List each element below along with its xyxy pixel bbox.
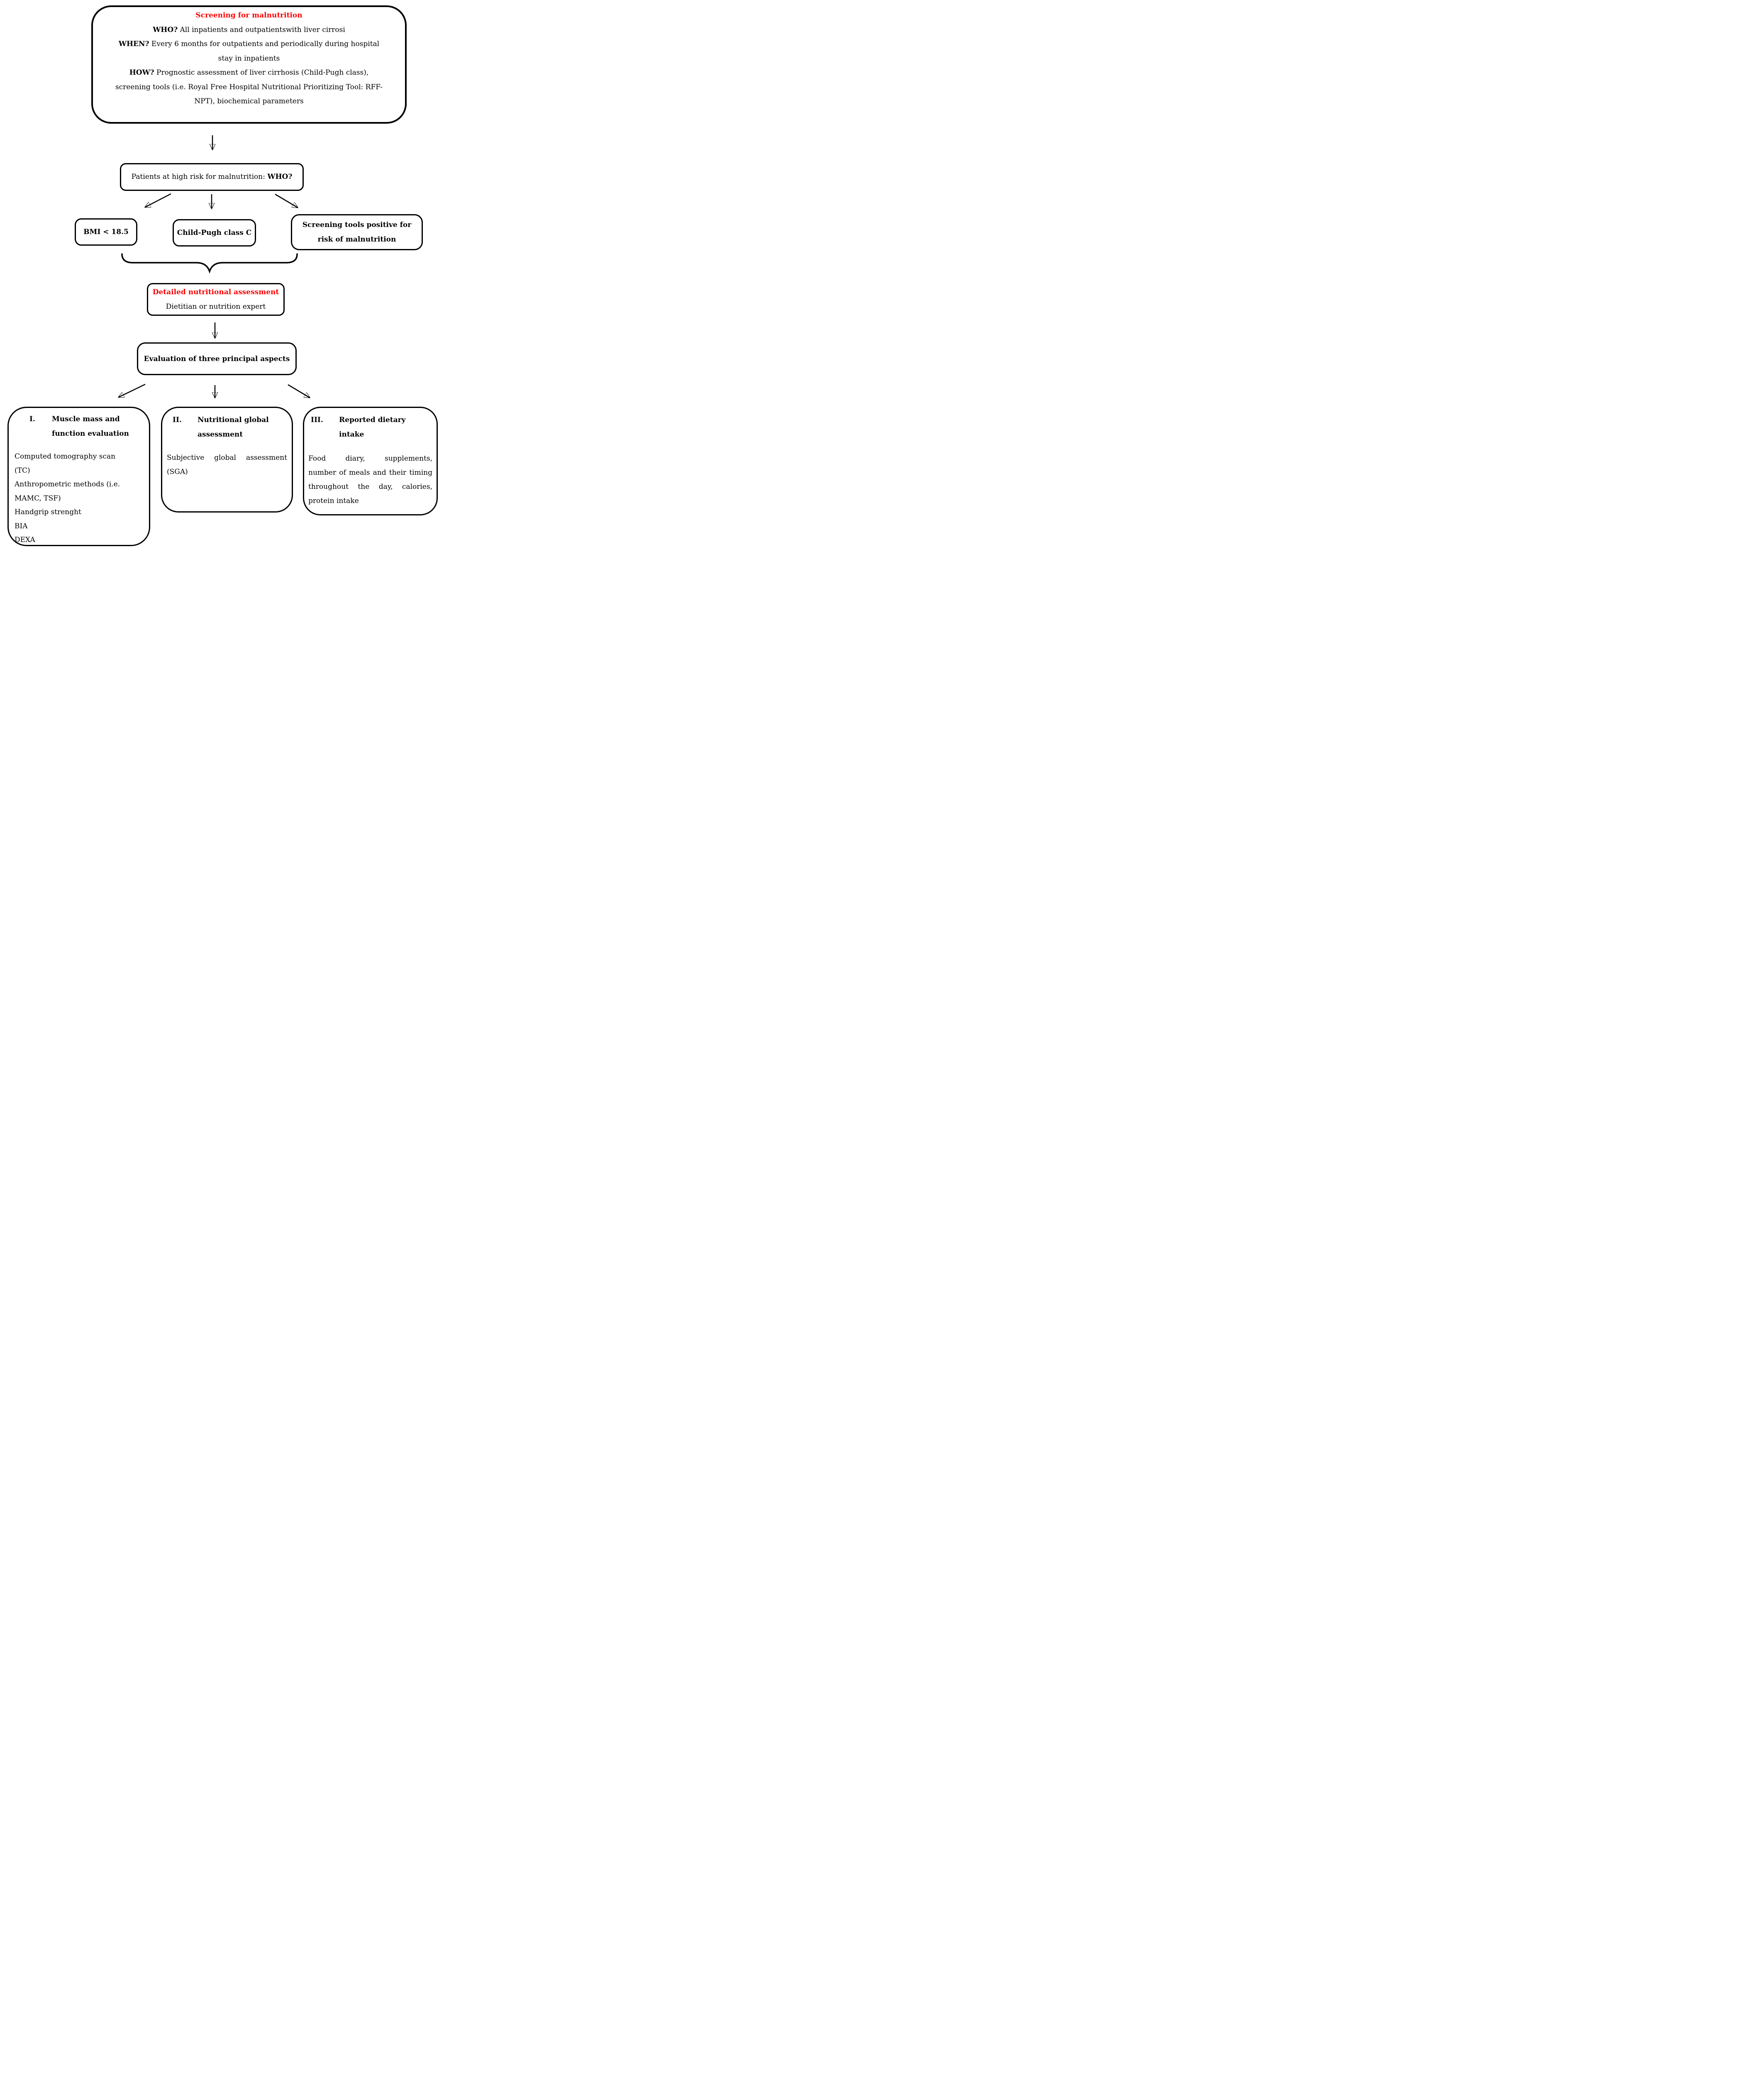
spacer <box>167 442 287 451</box>
muscle-mass-item: (TC) <box>15 466 30 475</box>
child-pugh-box: Child-Pugh class C <box>173 219 256 247</box>
malnutrition-screening-flowchart: Screening for malnutrition WHO? All inpa… <box>0 0 441 553</box>
screening-line-when-2: stay in inpatients <box>218 54 280 63</box>
muscle-mass-item: Handgrip strenght <box>15 508 81 516</box>
muscle-mass-header: I. Muscle mass and function evaluation <box>15 412 143 441</box>
dietary-intake-header: III. Reported dietary intake <box>308 413 432 442</box>
screening-tools-box: Screening tools positive for risk of mal… <box>291 214 423 250</box>
arrow-to-bmi <box>145 193 171 207</box>
assessment-title: Detailed nutritional assessment <box>152 288 279 296</box>
muscle-mass-item: Computed tomography scan <box>15 452 116 461</box>
muscle-mass-numeral: I. <box>29 415 35 423</box>
muscle-mass-item: BIA <box>15 522 28 530</box>
screening-tools-line: Screening tools positive for <box>302 220 412 229</box>
arrow-to-dietary-intake <box>288 384 310 398</box>
screening-box: Screening for malnutrition WHO? All inpa… <box>91 5 407 124</box>
screening-line-how-2: screening tools (i.e. Royal Free Hospita… <box>115 83 383 91</box>
muscle-mass-item: Anthropometric methods (i.e. <box>15 480 120 488</box>
high-risk-text: Patients at high risk for malnutrition: … <box>131 173 293 181</box>
spacer <box>15 441 143 450</box>
dietary-intake-numeral: III. <box>311 416 323 424</box>
muscle-mass-title: Muscle mass and function evaluation <box>52 415 129 438</box>
spacer <box>308 442 432 452</box>
global-assessment-text: Subjective global assessment <box>167 454 287 462</box>
arrow-to-screening-tools <box>275 193 298 208</box>
screening-title: Screening for malnutrition <box>195 11 303 20</box>
dietary-intake-title: Reported dietary intake <box>339 416 406 439</box>
high-risk-box: Patients at high risk for malnutrition: … <box>120 163 304 191</box>
dietary-intake-text: throughout the day, calories, <box>308 483 432 491</box>
global-assessment-header: II. Nutritional global assessment <box>167 413 287 442</box>
evaluation-title: Evaluation of three principal aspects <box>144 354 290 363</box>
screening-tools-line: risk of malnutrition <box>317 235 396 244</box>
dietary-intake-text: protein intake <box>308 497 359 505</box>
child-pugh-label: Child-Pugh class C <box>177 229 252 237</box>
screening-line-how: HOW? Prognostic assessment of liver cirr… <box>129 68 369 77</box>
bmi-box: BMI < 18.5 <box>75 218 137 246</box>
assessment-subtitle: Dietitian or nutrition expert <box>166 302 266 311</box>
assessment-box: Detailed nutritional assessment Dietitia… <box>147 283 285 316</box>
muscle-mass-item: MAMC, TSF) <box>15 494 61 503</box>
evaluation-box: Evaluation of three principal aspects <box>137 342 297 375</box>
global-assessment-title: Nutritional global assessment <box>198 416 269 439</box>
criteria-brace <box>121 253 298 274</box>
dietary-intake-box: III. Reported dietary intake Food diary,… <box>303 407 438 515</box>
screening-line-how-3: NPT), biochemical parameters <box>194 97 304 105</box>
screening-line-who: WHO? All inpatients and outpatientswith … <box>153 25 345 34</box>
muscle-mass-item: DEXA <box>15 536 35 544</box>
dietary-intake-text: number of meals and their timing <box>308 469 432 477</box>
global-assessment-box: II. Nutritional global assessment Subjec… <box>161 407 293 513</box>
global-assessment-numeral: II. <box>173 416 182 424</box>
global-assessment-text: (SGA) <box>167 468 188 476</box>
arrow-to-muscle-mass <box>119 383 146 397</box>
bmi-label: BMI < 18.5 <box>83 228 129 236</box>
dietary-intake-text: Food diary, supplements, <box>308 454 432 463</box>
muscle-mass-box: I. Muscle mass and function evaluation C… <box>7 407 150 546</box>
screening-line-when: WHEN? Every 6 months for outpatients and… <box>118 40 380 48</box>
